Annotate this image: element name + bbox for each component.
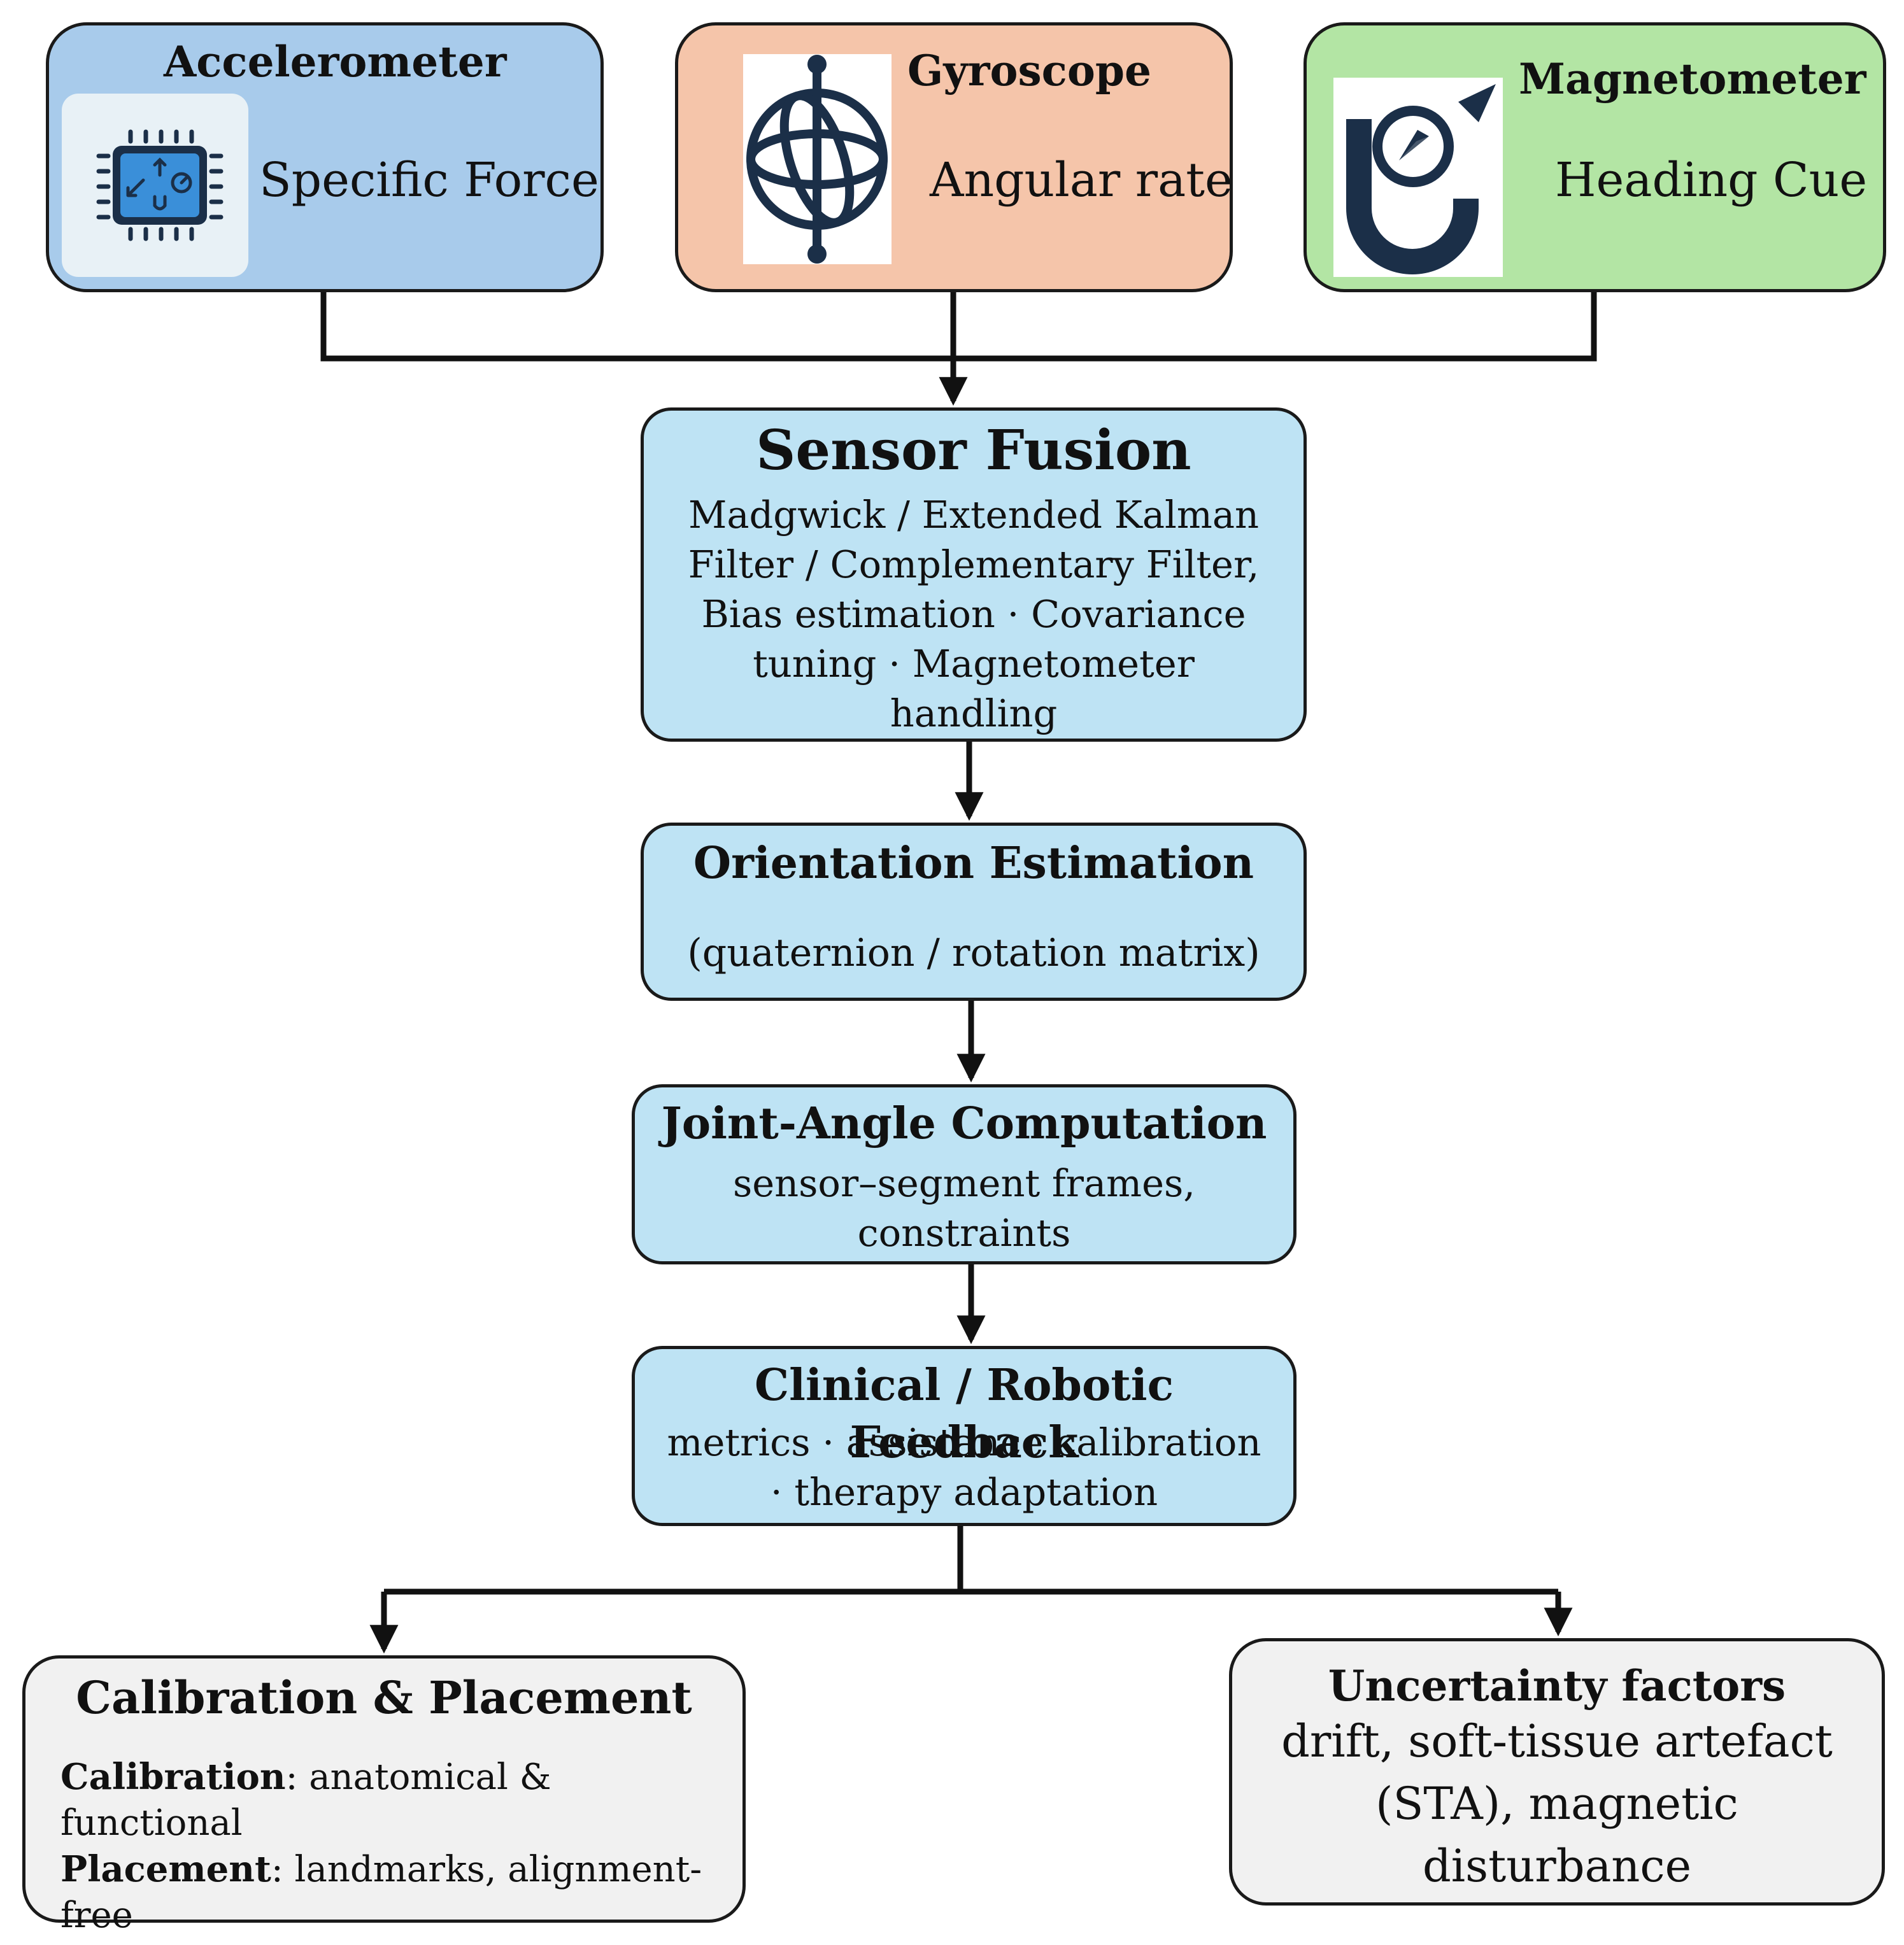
sensor-fusion-title: Sensor Fusion xyxy=(756,418,1191,483)
feedback-split-connector xyxy=(384,1526,1558,1595)
sensor-fusion-line: Bias estimation · Covariance xyxy=(701,592,1246,636)
calibration-line: Calibration: anatomical & functional xyxy=(60,1754,742,1846)
uncertainty-line: disturbance xyxy=(1422,1840,1692,1892)
magnetometer-title: Magnetometer xyxy=(1519,54,1866,104)
sensor-fusion-line: Madgwick / Extended Kalman xyxy=(688,493,1260,537)
joint-angle-description: sensor–segment frames, constraints xyxy=(635,1159,1293,1258)
orientation-title: Orientation Estimation xyxy=(693,838,1254,889)
uncertainty-description: drift, soft-tissue artefact (STA), magne… xyxy=(1232,1710,1882,1897)
feedback-line: · therapy adaptation xyxy=(770,1470,1158,1514)
chip-icon xyxy=(62,94,248,277)
calibration-placement-box: Calibration & Placement Calibration: ana… xyxy=(22,1655,746,1936)
orientation-subtitle: (quaternion / rotation matrix) xyxy=(687,931,1260,975)
joint-angle-line: constraints xyxy=(857,1211,1071,1255)
magnet-compass-icon xyxy=(1333,78,1503,277)
feedback-box: Clinical / Robotic Feedback metrics · as… xyxy=(632,1346,1297,1526)
calibration-title: Calibration & Placement xyxy=(76,1671,692,1724)
gyroscope-box: Gyroscope Angular rate xyxy=(675,22,1233,292)
placement-text-continued: free xyxy=(60,1895,133,1936)
sensor-fusion-line: tuning · Magnetometer xyxy=(753,642,1195,686)
feedback-line: metrics · assistance calibration xyxy=(667,1420,1261,1464)
feedback-title: Clinical / Robotic Feedback xyxy=(755,1360,1174,1468)
uncertainty-line: drift, soft-tissue artefact xyxy=(1281,1715,1833,1767)
gyroscope-description: Angular rate xyxy=(930,153,1233,208)
calibration-text: : anatomical & functional xyxy=(60,1757,551,1844)
uncertainty-title: Uncertainty factors xyxy=(1328,1661,1786,1711)
uncertainty-line: (STA), magnetic xyxy=(1375,1778,1738,1830)
sensor-fusion-description: Madgwick / Extended Kalman Filter / Comp… xyxy=(644,490,1304,739)
sensor-fusion-line: handling xyxy=(890,691,1058,735)
joint-angle-box: Joint-Angle Computation sensor–segment f… xyxy=(632,1084,1297,1264)
joint-angle-title: Joint-Angle Computation xyxy=(661,1098,1267,1149)
magnetometer-description: Heading Cue xyxy=(1555,153,1868,208)
magnetometer-box: Magnetometer Heading Cue xyxy=(1304,22,1886,292)
placement-text: : landmarks, alignment- xyxy=(271,1849,702,1890)
uncertainty-factors-box: Uncertainty factors drift, soft-tissue a… xyxy=(1229,1638,1885,1906)
orientation-estimation-box: Orientation Estimation (quaternion / rot… xyxy=(641,823,1307,1001)
sensor-fusion-line: Filter / Complementary Filter, xyxy=(688,542,1260,586)
accelerometer-box: Accelerometer Specific Force xyxy=(46,22,604,292)
accelerometer-connector xyxy=(320,292,1597,362)
joint-angle-line: sensor–segment frames, xyxy=(732,1161,1196,1205)
accelerometer-description: Specific Force xyxy=(259,153,599,208)
accelerometer-title: Accelerometer xyxy=(164,37,507,87)
placement-label: Placement xyxy=(60,1848,271,1890)
feedback-description: metrics · assistance calibration · thera… xyxy=(635,1418,1293,1517)
calibration-label: Calibration xyxy=(60,1756,286,1798)
gyroscope-icon xyxy=(743,54,892,264)
placement-line: Placement: landmarks, alignment- xyxy=(60,1846,742,1893)
gyroscope-title: Gyroscope xyxy=(907,46,1152,95)
calibration-details: Calibration: anatomical & functional Pla… xyxy=(60,1754,742,1939)
sensor-fusion-box: Sensor Fusion Madgwick / Extended Kalman… xyxy=(641,407,1307,742)
